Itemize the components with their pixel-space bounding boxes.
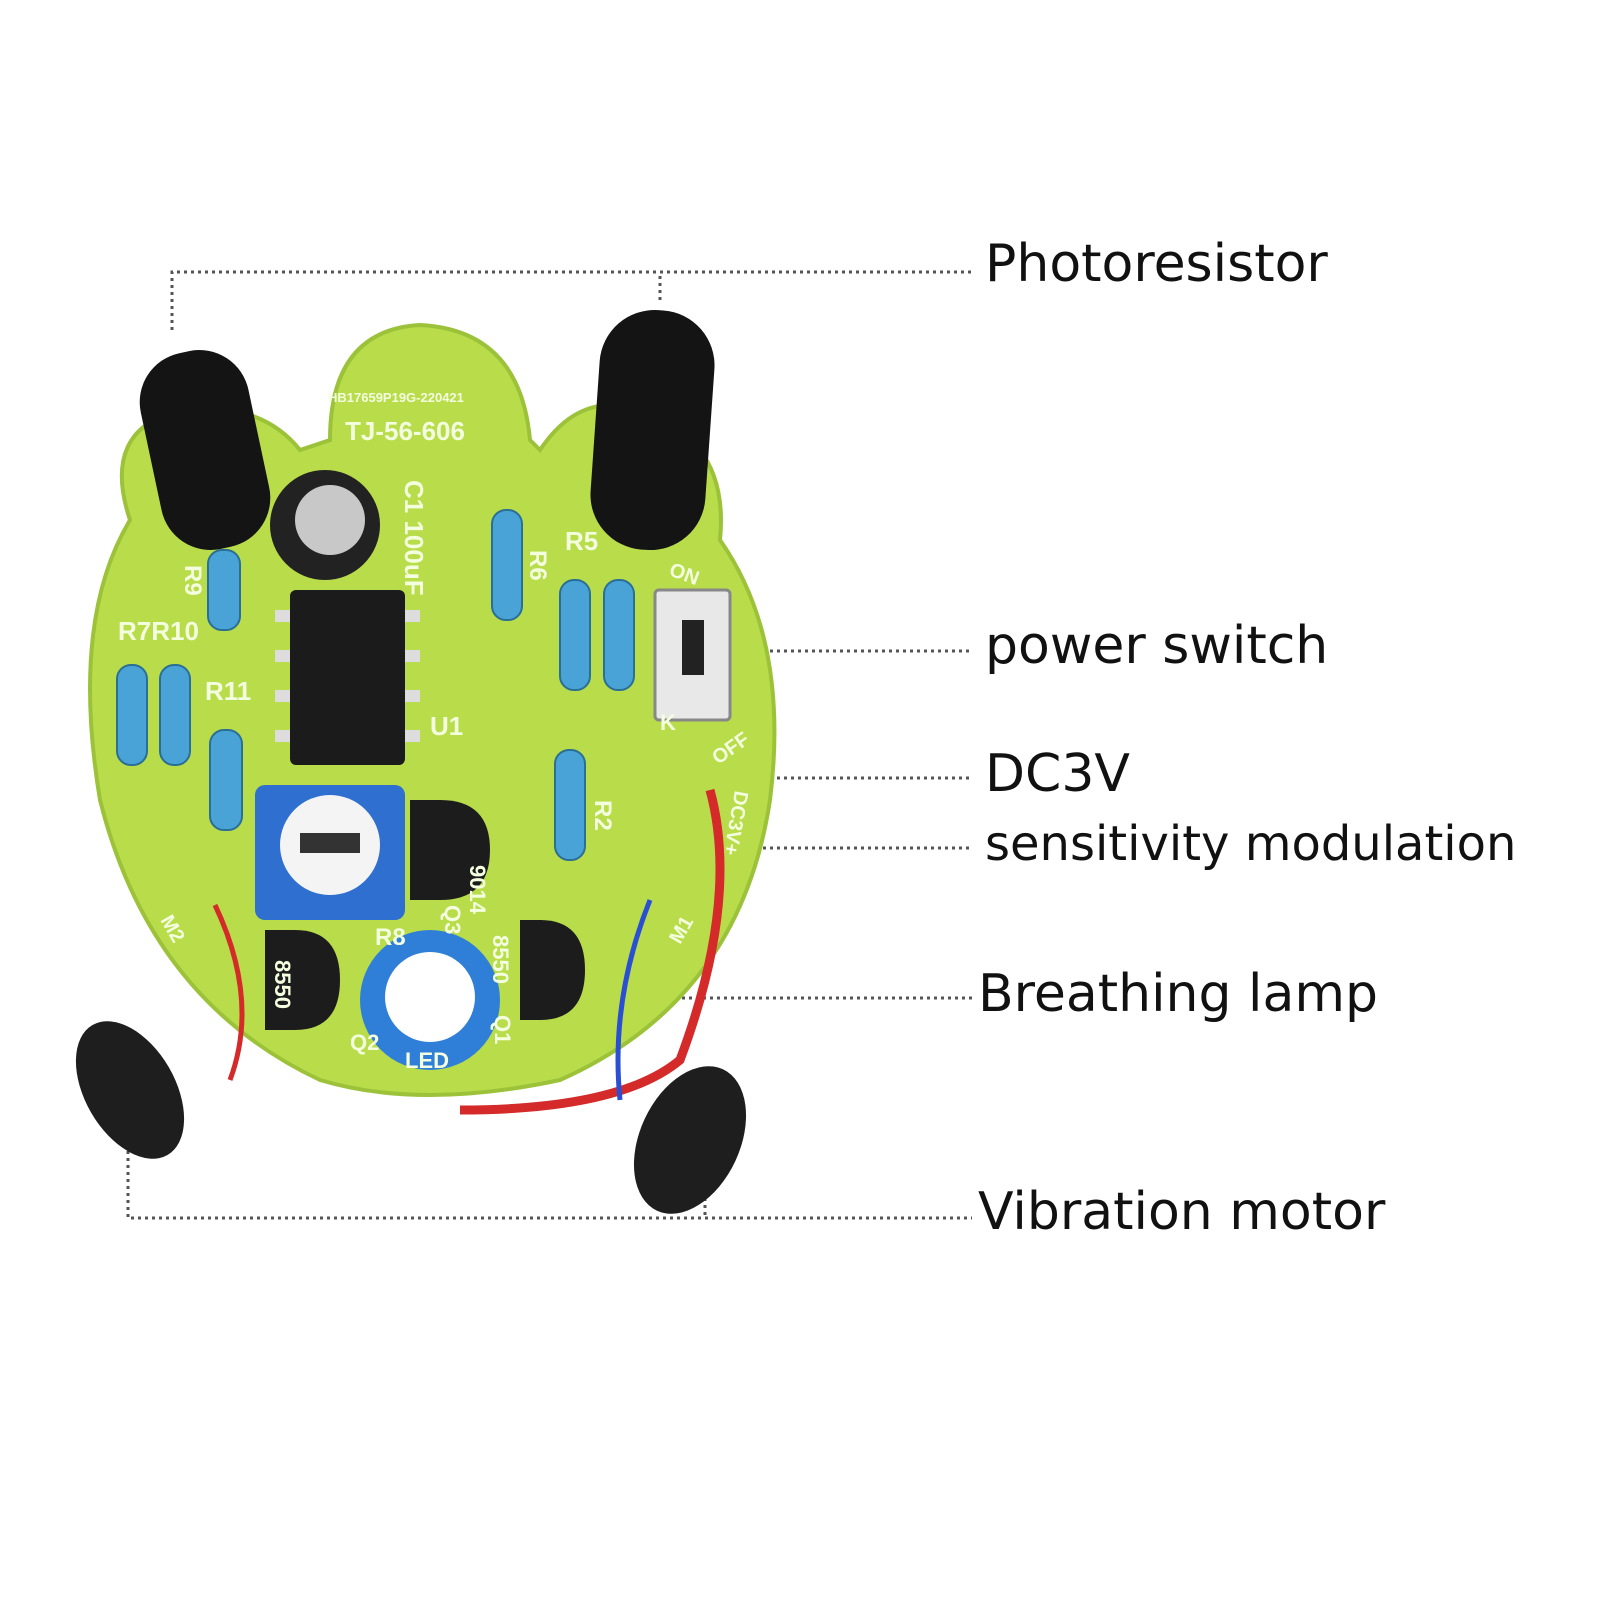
photoresistor-left	[139, 350, 271, 550]
svg-text:R5: R5	[565, 526, 598, 556]
vibration-motor-left	[75, 1021, 185, 1159]
label-dc3v: DC3V	[985, 744, 1131, 804]
label-breathing-lamp: Breathing lamp	[978, 964, 1379, 1024]
svg-text:C1 100uF: C1 100uF	[399, 480, 429, 596]
svg-text:Q3: Q3	[440, 905, 465, 934]
svg-text:R8: R8	[375, 924, 406, 951]
svg-text:K: K	[660, 710, 676, 735]
svg-text:R7R10: R7R10	[118, 616, 199, 646]
pcb-board	[75, 310, 777, 1214]
svg-text:8550: 8550	[270, 960, 295, 1009]
ic-u1	[290, 590, 405, 765]
label-vibration-motor: Vibration motor	[978, 1182, 1386, 1242]
svg-text:U1: U1	[430, 711, 463, 741]
vibration-motor-right	[633, 1066, 747, 1214]
svg-text:HB17659P19G-220421: HB17659P19G-220421	[328, 390, 464, 405]
photoresistor-right	[590, 310, 715, 551]
label-sensitivity-modulation: sensitivity modulation	[985, 816, 1517, 872]
leader-vibration-motor	[126, 1130, 972, 1220]
wire-red	[459, 788, 725, 1115]
svg-text:R2: R2	[589, 800, 616, 831]
svg-text:8550: 8550	[488, 935, 513, 984]
svg-text:LED: LED	[405, 1048, 449, 1073]
led	[385, 952, 475, 1042]
resistors	[116, 509, 635, 861]
svg-text:Q1: Q1	[490, 1015, 515, 1044]
silkscreen: HB17659P19G-220421 TJ-56-606 C1 100uF R5…	[118, 390, 754, 1073]
svg-text:R11: R11	[205, 676, 251, 706]
transistors	[265, 800, 585, 1030]
svg-text:R6: R6	[524, 550, 551, 581]
label-photoresistor: Photoresistor	[985, 234, 1328, 294]
svg-text:Q2: Q2	[350, 1030, 379, 1055]
svg-text:9014: 9014	[465, 865, 490, 915]
svg-text:TJ-56-606: TJ-56-606	[345, 416, 465, 446]
svg-text:R9: R9	[179, 565, 206, 596]
leader-photoresistor	[170, 270, 972, 330]
label-power-switch: power switch	[985, 616, 1329, 676]
